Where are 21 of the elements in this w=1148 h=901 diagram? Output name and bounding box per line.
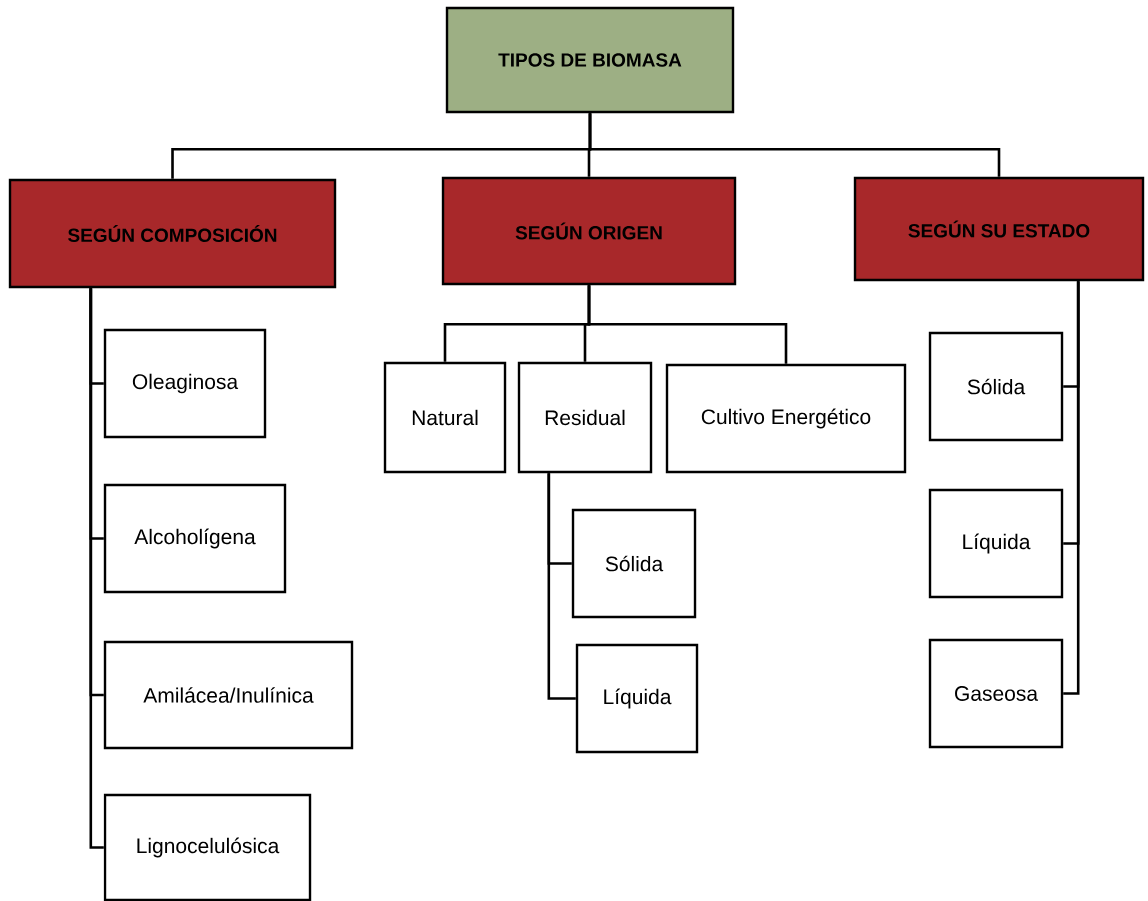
type-box: Sólida [928,331,1064,442]
connector-line [89,288,104,849]
type-box: Natural [383,361,507,474]
type-box: Residual [517,361,653,474]
category-box: SEGÚN COMPOSICIÓN [8,178,337,289]
type-box: Amilácea/Inulínica [103,640,354,750]
type-box: Líquida [575,643,699,754]
connector-line [587,285,788,364]
type-box: Alcoholígena [103,483,287,594]
type-box: Cultivo Energético [665,363,907,474]
type-box: Líquida [928,488,1064,599]
connector-line [547,473,576,700]
category-box: TIPOS DE BIOMASA [445,6,735,114]
connector-line [1063,281,1080,695]
category-box: SEGÚN ORIGEN [441,176,737,286]
type-box: Lignocelulósica [103,793,312,901]
connector-line [588,113,1001,177]
type-box: Oleaginosa [103,328,267,439]
category-box: SEGÚN SU ESTADO [853,176,1145,282]
type-box: Sólida [571,508,697,619]
type-box: Gaseosa [928,638,1064,749]
